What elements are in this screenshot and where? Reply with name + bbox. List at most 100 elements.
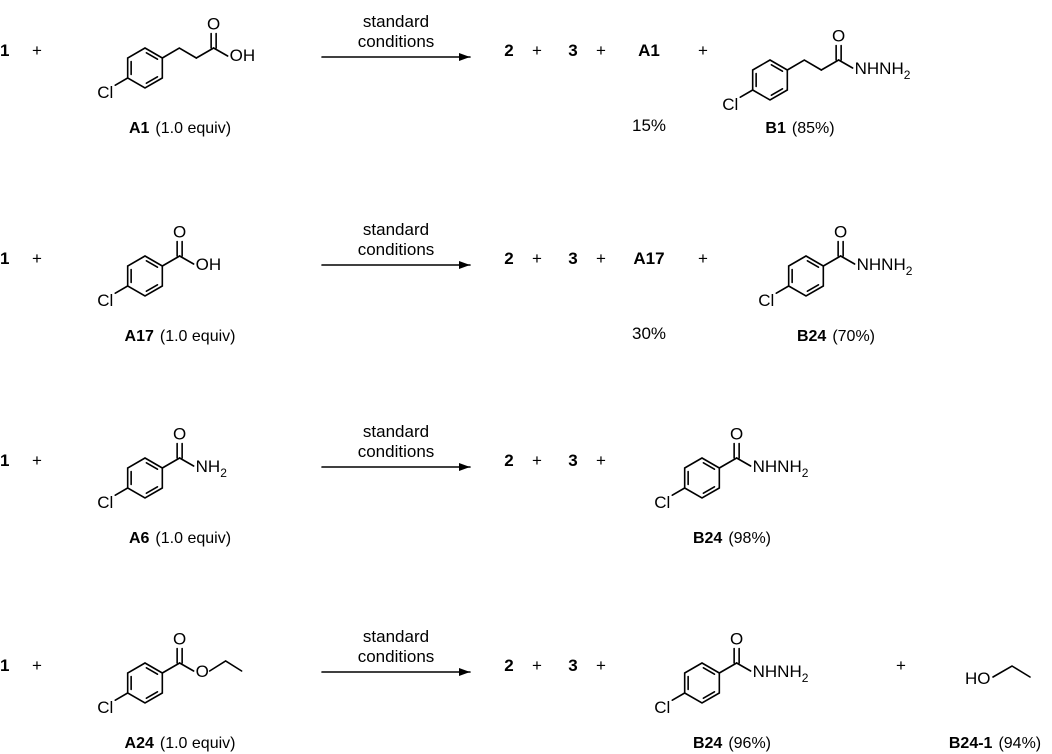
bond <box>178 457 195 467</box>
bond <box>702 666 716 676</box>
bond <box>806 283 820 293</box>
chlorine-atom: Cl <box>97 493 113 512</box>
bond <box>806 259 820 269</box>
plus-sign: + <box>532 41 542 60</box>
arrowhead <box>459 668 470 676</box>
product-2: 2 <box>504 249 513 268</box>
bond <box>178 662 195 672</box>
substrate-label: A6(1.0 equiv) <box>129 530 231 547</box>
product-3: 3 <box>568 41 577 60</box>
recovered-substrate: A17 <box>633 249 664 268</box>
bond <box>739 89 754 98</box>
bond <box>751 59 789 101</box>
bond <box>114 285 129 295</box>
product-label: B24(96%) <box>693 735 771 752</box>
byproduct-label: B24-1(94%) <box>949 735 1041 752</box>
plus-sign: + <box>32 249 42 268</box>
bond <box>195 47 215 59</box>
bond <box>145 666 159 676</box>
bond <box>145 51 159 61</box>
plus-sign: + <box>896 656 906 675</box>
product-2: 2 <box>504 41 513 60</box>
bond <box>145 283 159 293</box>
bond <box>718 662 738 674</box>
benzene-ring <box>114 662 164 704</box>
bond <box>126 662 164 704</box>
substrate-label: A24(1.0 equiv) <box>125 735 236 752</box>
bond <box>718 457 738 469</box>
substrate-label: A17(1.0 equiv) <box>125 328 236 345</box>
chlorine-atom: Cl <box>97 291 113 310</box>
bond <box>837 59 854 69</box>
bond <box>702 461 716 471</box>
product-3: 3 <box>568 249 577 268</box>
functional-group: HO <box>965 669 991 688</box>
oxygen-atom: O <box>730 425 743 444</box>
plus-sign: + <box>698 249 708 268</box>
plus-sign: + <box>596 656 606 675</box>
bond <box>770 64 784 72</box>
product-2: 2 <box>504 656 513 675</box>
bond <box>683 457 721 499</box>
conditions-line-1: standard <box>363 220 429 239</box>
benzene-ring <box>671 662 721 704</box>
bond <box>775 285 790 295</box>
conditions-line-1: standard <box>363 12 429 31</box>
bond <box>735 662 752 672</box>
functional-group: OH <box>196 255 222 274</box>
benzene-ring <box>114 457 164 499</box>
product-2: 2 <box>504 451 513 470</box>
bond <box>161 662 181 674</box>
bond <box>161 47 198 59</box>
plus-sign: + <box>532 249 542 268</box>
plus-sign: + <box>596 249 606 268</box>
conditions-line-2: conditions <box>358 240 435 259</box>
bond <box>992 665 1031 678</box>
oxygen-atom: O <box>207 15 220 34</box>
bond <box>839 255 856 265</box>
product-label: B24(70%) <box>797 328 875 345</box>
plus-sign: + <box>32 656 42 675</box>
functional-group: NHNH2 <box>753 662 809 685</box>
conditions-line-1: standard <box>363 422 429 441</box>
bond <box>145 485 159 495</box>
product-label: B1(85%) <box>765 120 834 137</box>
plus-sign: + <box>596 451 606 470</box>
bond <box>702 485 716 495</box>
arrowhead <box>459 463 470 471</box>
bond <box>145 690 159 700</box>
product-3: 3 <box>568 656 577 675</box>
benzene-ring <box>114 47 164 89</box>
bond <box>126 255 164 297</box>
recovered-substrate: A1 <box>638 41 660 60</box>
conditions-line-2: conditions <box>358 32 435 51</box>
bond <box>161 255 181 267</box>
benzene-ring <box>775 255 825 297</box>
functional-group: NH2 <box>196 457 228 480</box>
functional-group: NHNH2 <box>753 457 809 480</box>
product-3: 3 <box>568 451 577 470</box>
bond <box>126 457 164 499</box>
oxygen-atom: O <box>730 630 743 649</box>
product-label: B24(98%) <box>693 530 771 547</box>
plus-sign: + <box>532 451 542 470</box>
benzene-ring <box>671 457 721 499</box>
bond <box>145 76 159 84</box>
substrate-label: A1(1.0 equiv) <box>129 120 231 137</box>
bond <box>145 461 159 471</box>
chlorine-atom: Cl <box>97 698 113 717</box>
chlorine-atom: Cl <box>97 83 113 102</box>
ethanol-product: HO <box>965 665 1031 688</box>
bond <box>735 457 752 467</box>
recovered-yield: 30% <box>632 324 666 343</box>
oxygen-atom: O <box>173 630 186 649</box>
